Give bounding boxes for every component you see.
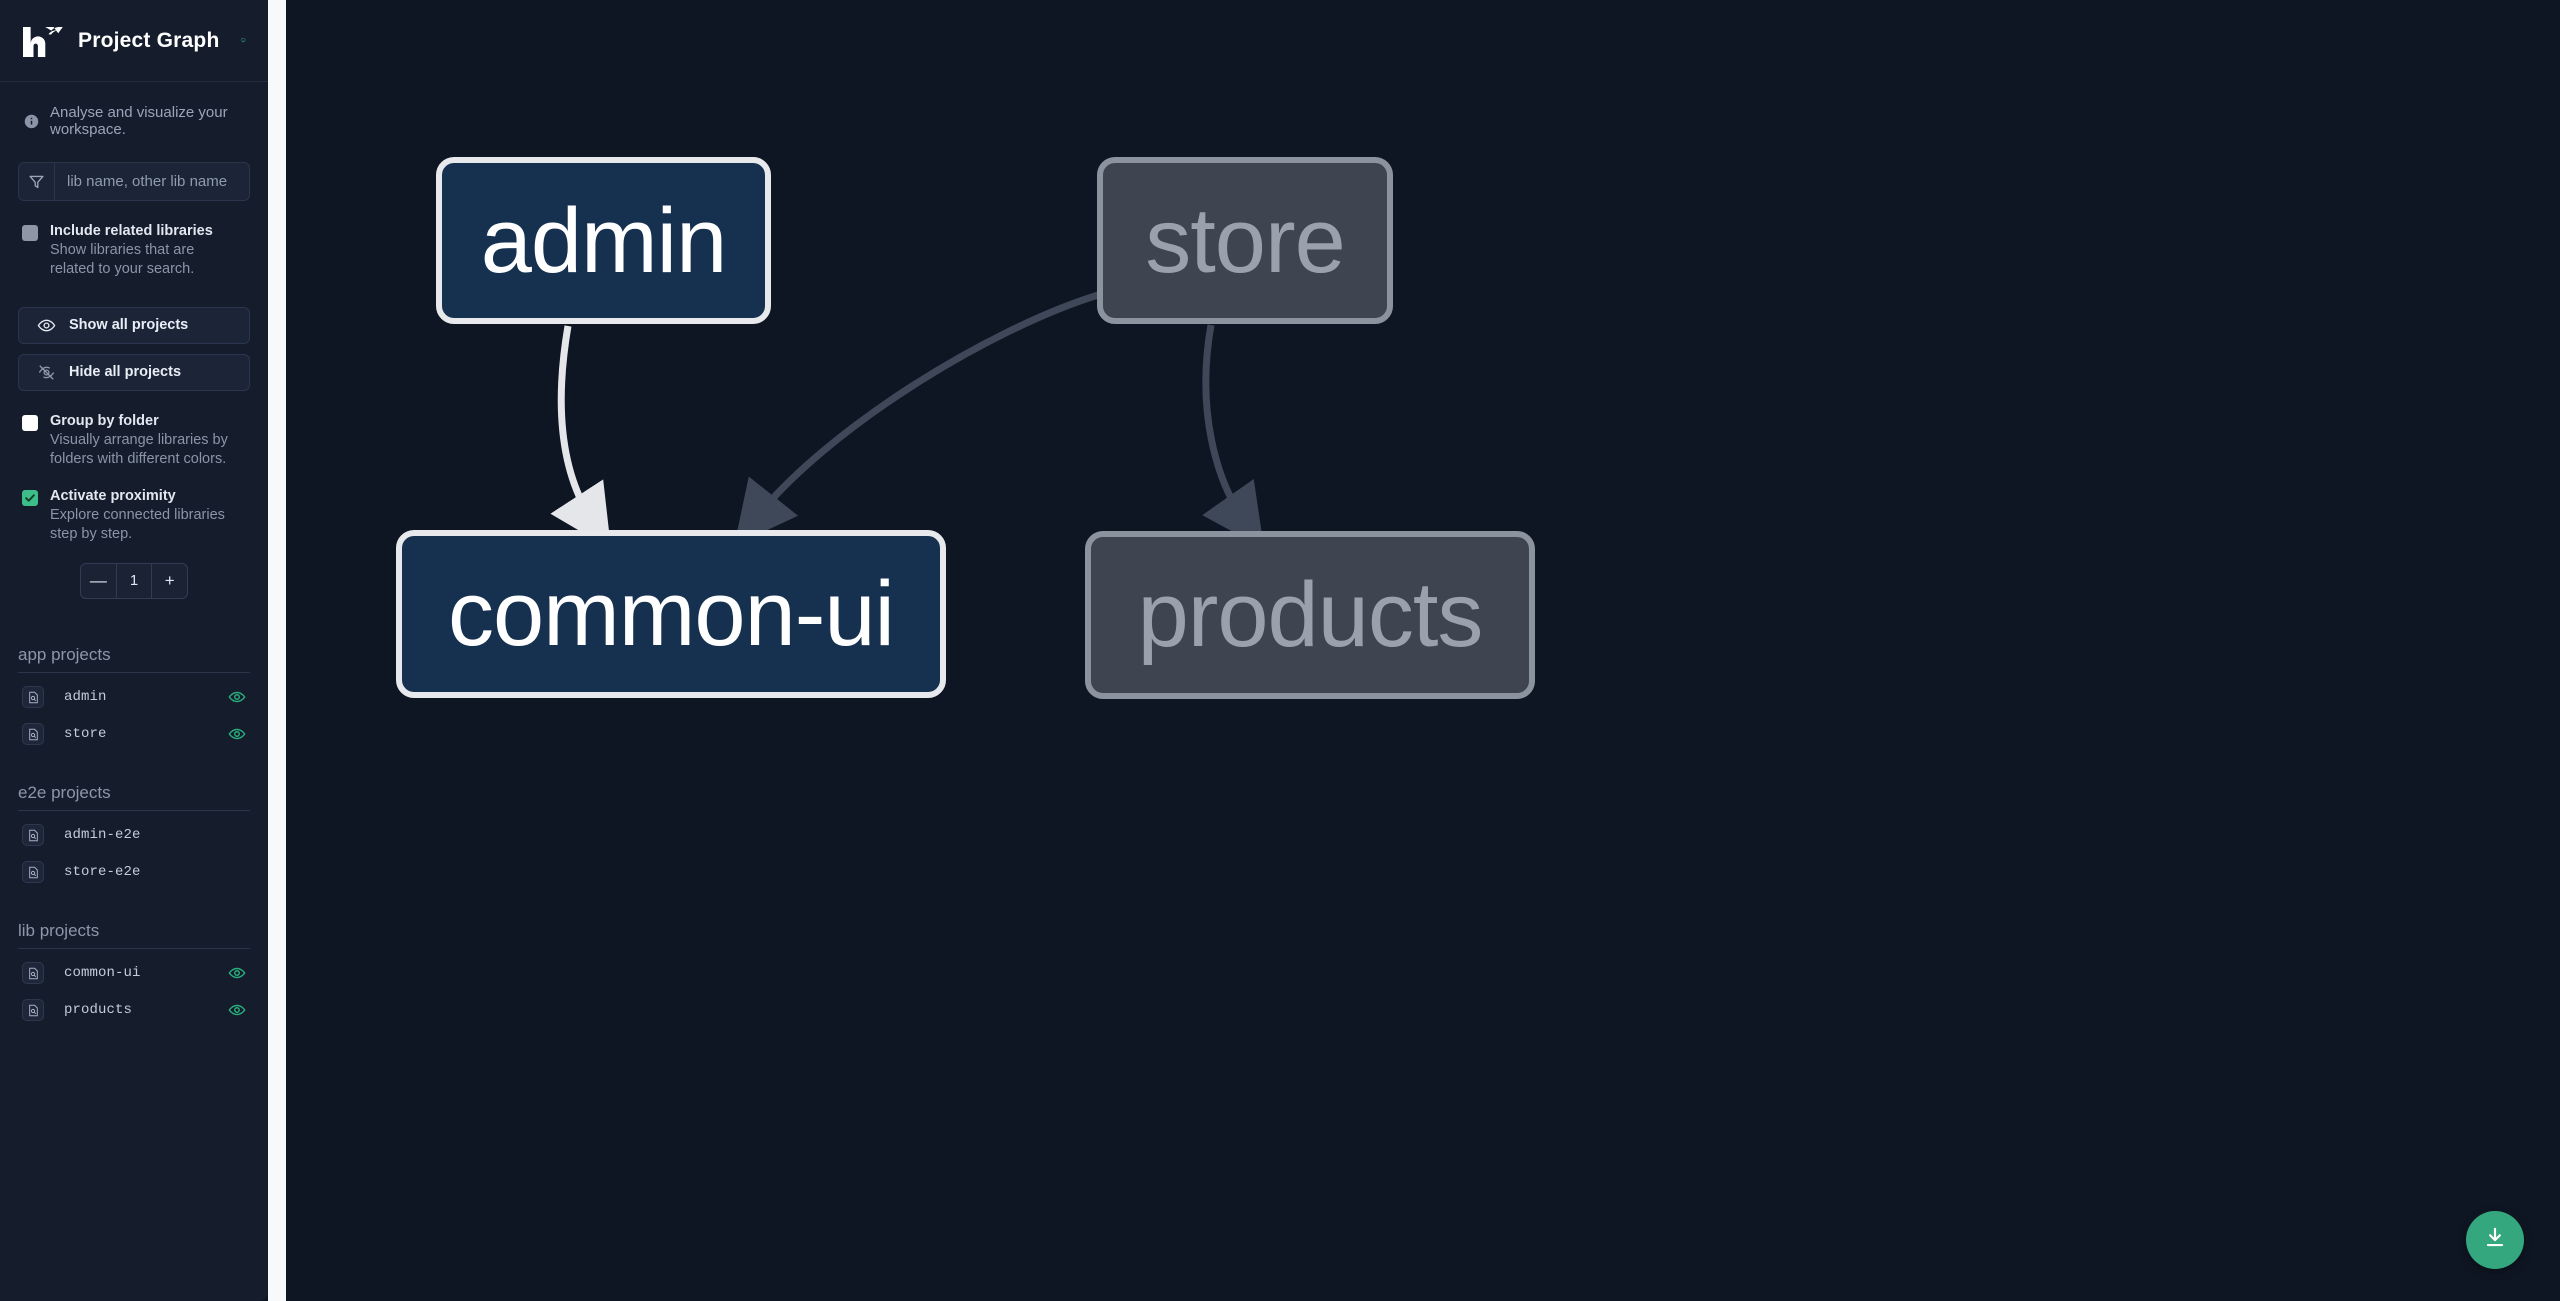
sidebar-header: Project Graph: [0, 0, 268, 82]
proximity-increment-button[interactable]: +: [164, 570, 175, 590]
project-file-icon: [22, 686, 44, 709]
workspace-info-text: Analyse and visualize your workspace.: [50, 104, 228, 138]
nx-logo-icon: [22, 23, 64, 59]
project-file-icon: [22, 861, 44, 884]
project-item-admin[interactable]: admin: [18, 679, 250, 716]
eye-visible-icon[interactable]: [228, 688, 246, 706]
proximity-decrement-button[interactable]: —: [89, 570, 107, 590]
graph-node-store[interactable]: store: [1097, 157, 1393, 324]
graph-node-common-ui[interactable]: common-ui: [396, 530, 946, 698]
eye-visible-icon[interactable]: [228, 725, 246, 743]
graph-canvas[interactable]: admin store common-ui products: [286, 0, 2560, 1301]
hide-all-projects-button[interactable]: Hide all projects: [18, 353, 250, 391]
project-item-admin-e2e[interactable]: admin-e2e: [18, 817, 250, 854]
sidebar: Project Graph Analyse and visualize your…: [0, 0, 268, 1301]
option-activate-proximity[interactable]: Activate proximity Explore connected lib…: [0, 470, 268, 545]
download-graph-button[interactable]: [2466, 1211, 2524, 1269]
graph-node-products[interactable]: products: [1085, 531, 1535, 699]
activate-proximity-text: Activate proximity Explore connected lib…: [50, 488, 240, 545]
graph-node-label: store: [1145, 189, 1346, 292]
proximity-stepper: — 1 +: [80, 562, 188, 599]
search-filter-box: [18, 162, 250, 201]
section-spacer: [0, 891, 268, 921]
section-lib-projects: lib projects common-ui: [0, 921, 268, 1029]
monitor-icon[interactable]: [241, 30, 246, 52]
project-item-products[interactable]: products: [18, 992, 250, 1029]
project-file-icon: [22, 962, 44, 985]
project-file-icon: [22, 999, 44, 1022]
section-spacer: [0, 753, 268, 783]
project-name: store-e2e: [64, 864, 141, 881]
section-app-projects: app projects admin: [0, 645, 268, 753]
include-related-libraries-checkbox[interactable]: [22, 225, 38, 241]
graph-node-label: admin: [480, 189, 728, 292]
graph-node-admin[interactable]: admin: [436, 157, 771, 324]
edge-admin-to-common-ui: [550, 325, 612, 550]
option-label: Include related libraries: [50, 223, 213, 239]
project-name: products: [64, 1002, 133, 1019]
project-file-icon: [22, 824, 44, 847]
workspace-info: Analyse and visualize your workspace.: [0, 82, 268, 138]
proximity-value: 1: [115, 563, 153, 598]
option-group-by-folder[interactable]: Group by folder Visually arrange librari…: [0, 391, 268, 470]
group-by-folder-checkbox[interactable]: [22, 414, 38, 431]
eye-off-icon: [37, 363, 56, 382]
section-e2e-projects: e2e projects admin-e2e store-: [0, 783, 268, 891]
project-name: admin: [64, 689, 107, 706]
eye-icon: [37, 316, 56, 335]
graph-edges: [550, 291, 1265, 550]
show-all-projects-button[interactable]: Show all projects: [18, 306, 250, 344]
section-title: lib projects: [18, 921, 250, 949]
option-description: Explore connected libraries step by step…: [50, 506, 225, 543]
section-title: e2e projects: [18, 783, 250, 811]
project-item-store[interactable]: store: [18, 716, 250, 753]
show-all-projects-label: Show all projects: [69, 317, 189, 334]
project-item-store-e2e[interactable]: store-e2e: [18, 854, 250, 891]
graph-node-label: products: [1137, 564, 1484, 666]
option-description: Show libraries that are related to your …: [50, 242, 195, 278]
info-icon: [24, 114, 39, 129]
project-item-common-ui[interactable]: common-ui: [18, 955, 250, 992]
download-icon: [2482, 1225, 2508, 1256]
page-title: Project Graph: [78, 28, 220, 52]
graph-node-label: common-ui: [447, 563, 895, 665]
eye-visible-icon[interactable]: [228, 964, 246, 982]
activate-proximity-checkbox[interactable]: [22, 489, 38, 506]
project-file-icon: [22, 723, 44, 746]
edge-store-to-common-ui: [734, 291, 1100, 546]
option-include-related-libraries[interactable]: Include related libraries Show libraries…: [0, 201, 268, 280]
search-input[interactable]: [55, 163, 249, 200]
hide-all-projects-label: Hide all projects: [69, 364, 182, 381]
edge-store-to-products: [1202, 324, 1265, 549]
project-name: store: [64, 726, 107, 743]
option-label: Activate proximity: [50, 487, 176, 504]
option-label: Group by folder: [50, 412, 159, 429]
section-title: app projects: [18, 645, 250, 673]
sidebar-resize-handle[interactable]: [268, 0, 286, 1301]
filter-icon: [19, 163, 55, 200]
option-description: Visually arrange libraries by folders wi…: [50, 431, 228, 468]
eye-visible-icon[interactable]: [228, 1001, 246, 1019]
include-related-libraries-text: Include related libraries Show libraries…: [50, 223, 240, 280]
group-by-folder-text: Group by folder Visually arrange librari…: [50, 413, 240, 470]
project-name: admin-e2e: [64, 827, 141, 844]
project-name: common-ui: [64, 965, 141, 982]
